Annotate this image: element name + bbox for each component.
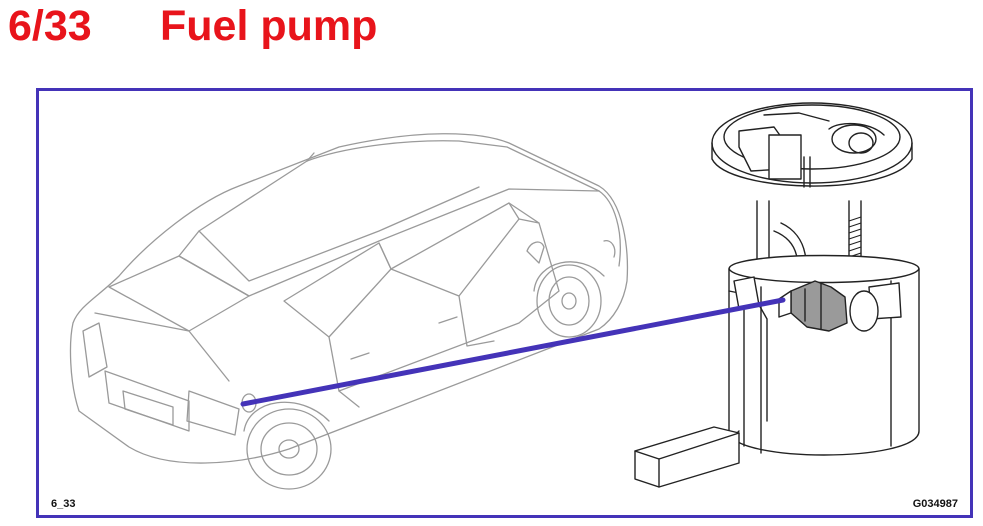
page-title: Fuel pump: [160, 2, 378, 50]
page-header: 6/33 Fuel pump: [8, 2, 377, 52]
leader-line: [240, 297, 786, 407]
figure-code: 6_33: [51, 498, 76, 510]
diagram-canvas: [69, 102, 920, 490]
drawing-id: G034987: [912, 498, 958, 510]
car-illustration: [69, 133, 629, 490]
diagram-frame: 6_33 G034987: [36, 88, 973, 518]
section-number: 6/33: [8, 2, 92, 50]
fuel-pump-module: [634, 102, 920, 488]
